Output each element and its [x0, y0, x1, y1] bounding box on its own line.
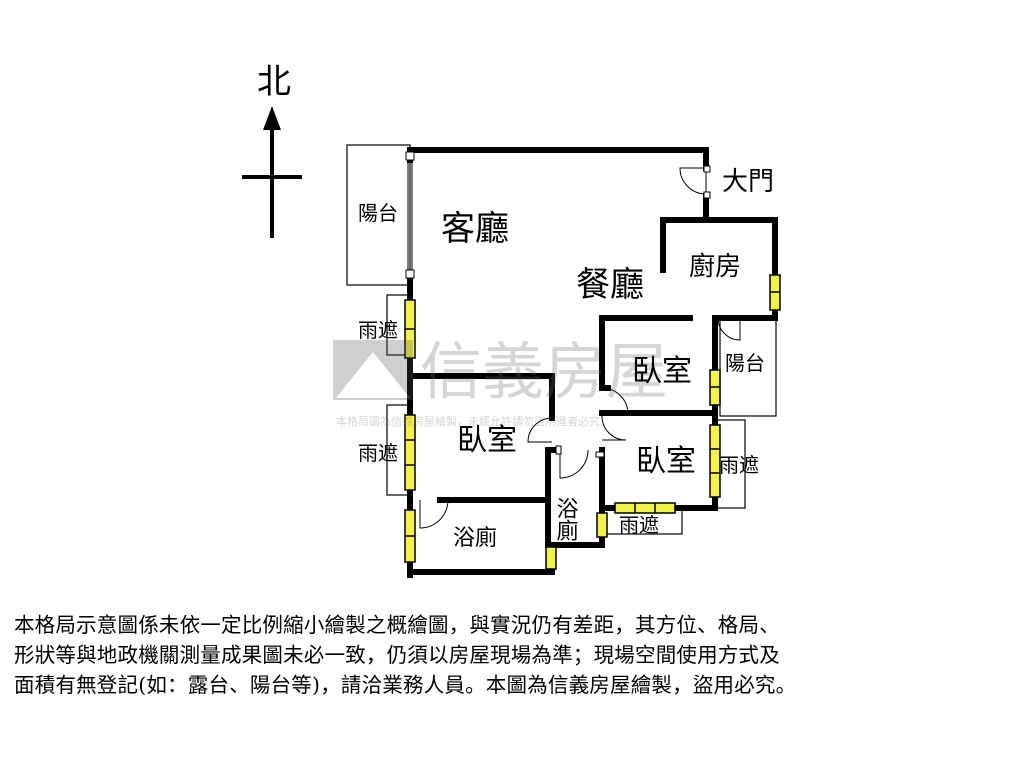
main-door-swing: [679, 167, 707, 195]
brand-logo-icon: [333, 340, 413, 400]
balcony-east-door-swing: [717, 317, 741, 341]
bedroom-ne-label: 臥室: [632, 354, 692, 389]
dining-room-label: 餐廳: [576, 265, 644, 305]
disclaimer-line-2: 形狀等與地政機關測量成果圖未必一致，仍須以房屋現場為準；現場空間使用方式及: [14, 643, 780, 667]
disclaimer-line-3: 面積有無登記(如：露台、陽台等)，請洽業務人員。本圖為信義房屋繪製，盜用必究。: [14, 673, 797, 697]
ne-bedroom-door-swing: [601, 387, 629, 415]
balcony-west-label: 陽台: [358, 201, 398, 225]
bedroom-w-label: 臥室: [457, 423, 517, 458]
awning-s-label: 雨遮: [619, 513, 659, 537]
bath-center-door-swing: [559, 449, 589, 479]
watermark: 信義房屋 本格局圖為信義房屋繪製，未經允許請勿盜用違者必究: [333, 335, 668, 428]
compass: 北: [242, 62, 302, 238]
awning-w2-label: 雨遮: [358, 441, 398, 465]
west-balcony-outline: [346, 144, 411, 286]
bath-sw-door-swing: [419, 499, 449, 529]
main-door-label: 大門: [722, 167, 774, 197]
balcony-sliding-door: [405, 151, 415, 279]
window-w3: [404, 509, 416, 563]
window-south: [614, 502, 676, 514]
windows: [404, 274, 781, 570]
disclaimer-line-1: 本格局示意圖係未依一定比例縮小繪製之概繪圖，與實況仍有差距，其方位、格局、: [14, 613, 780, 637]
se-bedroom-door-swing: [601, 415, 627, 441]
floor-plan: 北: [242, 62, 781, 578]
awning-e-label: 雨遮: [719, 453, 759, 477]
window-w1: [404, 299, 416, 359]
living-room-label: 客廳: [441, 209, 509, 249]
window-east-balcony: [709, 369, 721, 406]
room-labels: 客廳 餐廳 廚房 大門 陽台 陽台 臥室 臥室 臥室 浴廁 雨遮 雨遮 雨遮 雨…: [358, 167, 774, 551]
window-bath-sw: [545, 546, 557, 570]
balcony-east-label: 陽台: [725, 351, 765, 375]
disclaimer: 本格局示意圖係未依一定比例縮小繪製之概繪圖，與實況仍有差距，其方位、格局、 形狀…: [14, 610, 1010, 700]
watermark-note: 本格局圖為信義房屋繪製，未經允許請勿盜用違者必究: [336, 414, 600, 428]
window-w2: [404, 414, 416, 491]
window-kitchen: [769, 274, 781, 311]
bath-center-label: 浴廁: [553, 497, 579, 541]
awning-w1-label: 雨遮: [358, 318, 398, 342]
bath-sw-label: 浴廁: [453, 526, 497, 551]
window-se-bedroom: [709, 424, 721, 498]
north-arrow-icon: [263, 106, 281, 130]
window-bath-south: [596, 512, 608, 538]
bedroom-se-label: 臥室: [636, 444, 696, 479]
north-label: 北: [257, 62, 291, 102]
doors: [419, 165, 741, 529]
w-bedroom-door-swing: [527, 417, 553, 443]
watermark-brand: 信義房屋: [420, 335, 668, 408]
kitchen-label: 廚房: [689, 252, 741, 282]
